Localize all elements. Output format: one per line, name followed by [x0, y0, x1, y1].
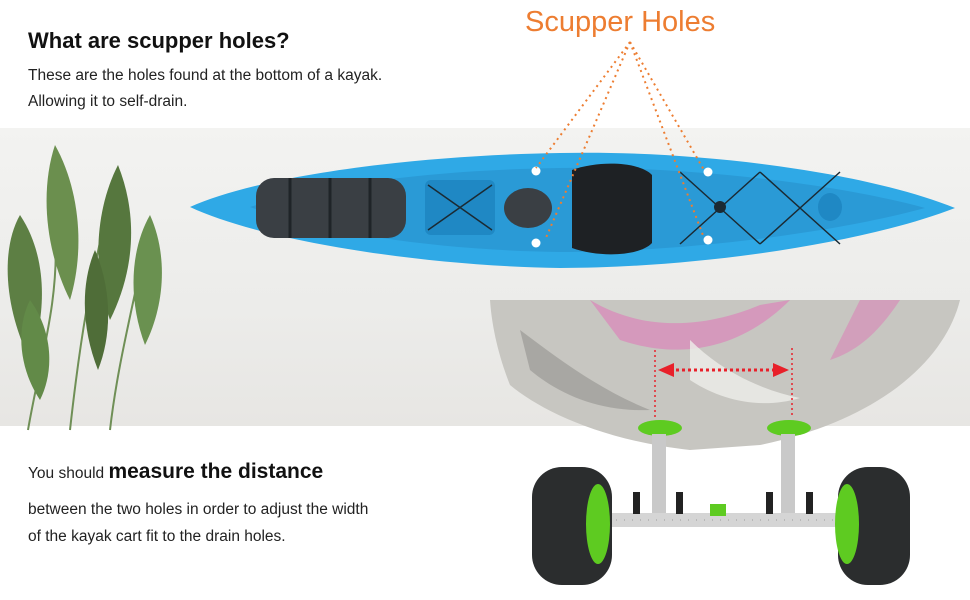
- callout-leader-lines: [535, 41, 705, 241]
- instruction-emphasis: measure the distance: [108, 460, 324, 483]
- kayak-top-view: [190, 152, 955, 268]
- description-line-2: Allowing it to self-drain.: [28, 93, 188, 110]
- scupper-holes-callout: Scupper Holes: [525, 6, 716, 38]
- instruction-lead: You should measure the distance: [28, 460, 323, 484]
- kayak-cart: [532, 420, 910, 585]
- scupper-hole-marker: [703, 167, 713, 177]
- scupper-hole-marker: [703, 235, 713, 245]
- scupper-hole-marker: [531, 238, 541, 248]
- description-line-1: These are the holes found at the bottom …: [28, 67, 383, 84]
- kayak-hull-bottom: [490, 300, 960, 450]
- plant-leaves: [7, 145, 162, 431]
- instruction-line-1: between the two holes in order to adjust…: [28, 501, 369, 518]
- page-title: What are scupper holes?: [28, 28, 290, 53]
- instruction-prefix: You should: [28, 465, 109, 482]
- instruction-line-2: of the kayak cart fit to the drain holes…: [28, 528, 286, 545]
- scupper-hole-marker: [531, 166, 541, 176]
